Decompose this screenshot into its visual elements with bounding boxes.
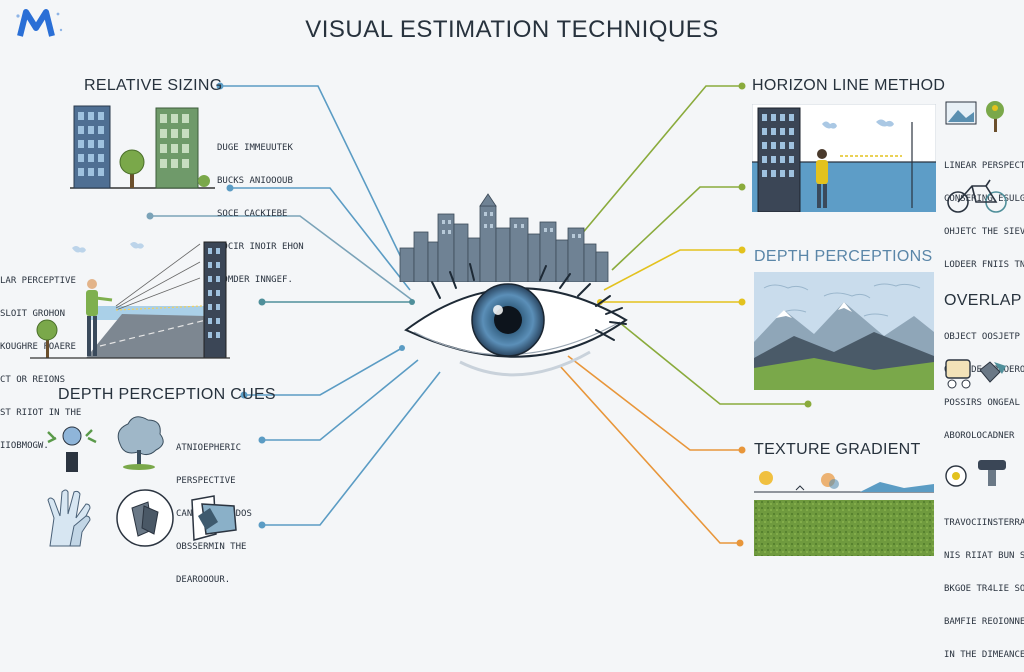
connector-horizon-2: [611, 186, 742, 271]
overlap-shapes-icon: [116, 489, 174, 547]
connector-lines: [146, 82, 812, 547]
horizon-illustration: [752, 104, 936, 212]
texture-text: TRAVOCIINSTERRA NIS RIIAT BUN SIDE- BKGO…: [944, 518, 1024, 660]
texture-objects-icon: [945, 460, 1006, 487]
depth-perception-heading: DEPTH PERCEPTIONS: [754, 248, 933, 265]
depth-cues-heading: DEPTH PERCEPTION CUES: [58, 386, 276, 403]
linear-perspective-text: LAR PERCEPTIVE SLOIT GROHON KOUGHRE FOAE…: [0, 276, 82, 451]
light-bulb-icon: [47, 426, 97, 472]
bicycle-icon: [947, 179, 1007, 213]
logo-icon: [16, 9, 63, 37]
road-perspective-illustration: [30, 241, 230, 359]
connector-texture-1: [567, 355, 742, 451]
horizon-heading: HORIZON LINE METHOD: [752, 77, 946, 94]
stacked-shapes-icon: [191, 495, 237, 541]
texture-heading: TEXTURE GRADIENT: [754, 441, 921, 458]
cityscape-illustration: [399, 193, 609, 282]
hands-icon: [47, 489, 91, 547]
relative-sizing-text: DUGE IMMEUUTEK BUCKS ANIOOOUB SOCE CACKI…: [217, 143, 304, 285]
connector-depth-1: [603, 249, 742, 291]
grass-texture-field: [754, 500, 934, 556]
connector-overlap: [613, 317, 808, 405]
connector-relative-sizing-2: [230, 187, 411, 291]
relative-sizing-heading: RELATIVE SIZING: [84, 77, 223, 94]
connector-linear-1: [150, 215, 413, 301]
tree-icon: [117, 416, 164, 470]
landscape-tree-icon: [945, 101, 1004, 132]
connector-depth-cues-1: [244, 347, 403, 396]
connector-depth-cues-2: [262, 359, 419, 441]
overlap-heading: OVERLAP: [944, 292, 1022, 309]
page-title: VISUAL ESTIMATION TECHNIQUES: [305, 16, 719, 43]
overlap-objects-icon: [945, 359, 1006, 389]
texture-horizon-strip: [754, 471, 934, 493]
horizon-text: LINEAR PERSPECTIVE CONSERING ESULGMA OHJ…: [944, 161, 1024, 270]
connector-depth-cues-3: [262, 371, 441, 526]
buildings-comparison-illustration: [70, 105, 215, 189]
connector-relative-sizing: [220, 85, 411, 277]
eye-illustration: [404, 263, 628, 377]
mountain-landscape-illustration: [754, 272, 934, 390]
connector-texture-2: [559, 365, 740, 544]
connector-horizon-1: [569, 85, 742, 249]
